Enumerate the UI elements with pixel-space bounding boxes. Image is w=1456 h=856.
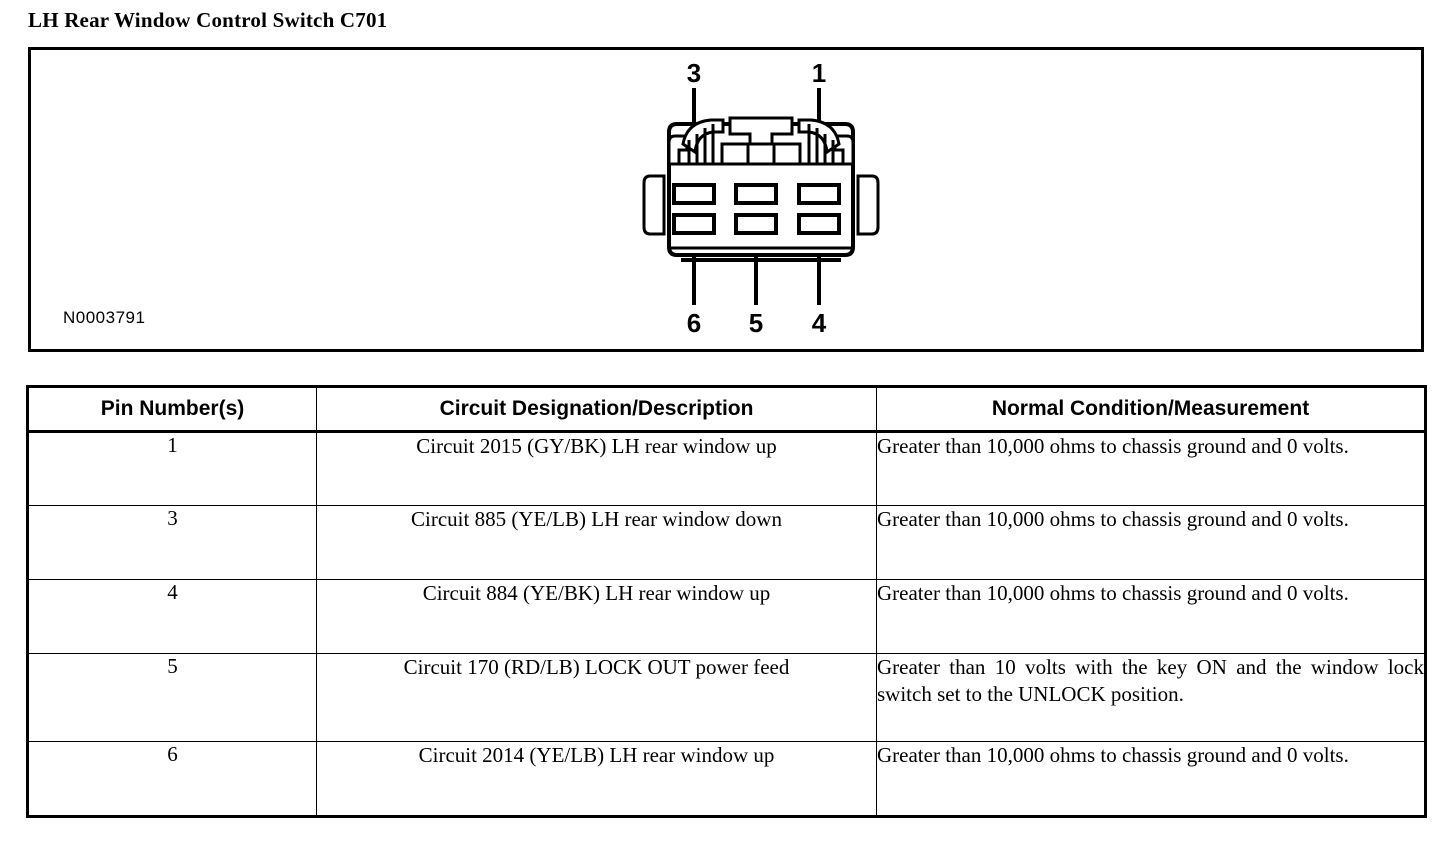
page-title: LH Rear Window Control Switch C701 bbox=[28, 8, 388, 32]
pin-specification-table: Pin Number(s) Circuit Designation/Descri… bbox=[26, 385, 1427, 818]
connector-svg: 3 1 6 5 4 bbox=[642, 60, 880, 338]
connector-housing bbox=[642, 116, 880, 262]
table-row: 6 Circuit 2014 (YE/LB) LH rear window up… bbox=[28, 741, 1425, 816]
cell-pin-number: 1 bbox=[28, 431, 317, 506]
table-row: 3 Circuit 885 (YE/LB) LH rear window dow… bbox=[28, 505, 1425, 580]
cell-pin-number: 4 bbox=[28, 579, 317, 654]
housing-side-tab-right bbox=[856, 174, 880, 236]
pin-callout-5: 5 bbox=[749, 308, 763, 338]
pin-callout-6: 6 bbox=[687, 308, 701, 338]
table-header-row: Pin Number(s) Circuit Designation/Descri… bbox=[28, 387, 1425, 433]
cell-pin-number: 3 bbox=[28, 505, 317, 580]
terminal-cavity-pin-1 bbox=[797, 183, 841, 205]
cell-description: Circuit 2014 (YE/LB) LH rear window up bbox=[316, 741, 877, 816]
table-row: 5 Circuit 170 (RD/LB) LOCK OUT power fee… bbox=[28, 653, 1425, 742]
terminal-cavity-pin-3 bbox=[672, 183, 716, 205]
table-row: 1 Circuit 2015 (GY/BK) LH rear window up… bbox=[28, 431, 1425, 506]
terminal-cavity-top-center-unused bbox=[734, 183, 778, 205]
cell-measurement: Greater than 10,000 ohms to chassis grou… bbox=[876, 579, 1425, 654]
housing-side-tab-left bbox=[642, 174, 666, 236]
cell-measurement: Greater than 10,000 ohms to chassis grou… bbox=[876, 431, 1425, 506]
pin-callout-1: 1 bbox=[812, 60, 826, 88]
cell-description: Circuit 2015 (GY/BK) LH rear window up bbox=[316, 431, 877, 506]
terminal-cavity-pin-5 bbox=[734, 213, 778, 235]
cell-measurement: Greater than 10,000 ohms to chassis grou… bbox=[876, 505, 1425, 580]
column-header-normal-measurement: Normal Condition/Measurement bbox=[876, 387, 1425, 433]
cell-measurement: Greater than 10 volts with the key ON an… bbox=[876, 653, 1425, 742]
terminal-cavity-pin-6 bbox=[672, 213, 716, 235]
connector-diagram: 3 1 6 5 4 bbox=[626, 60, 896, 345]
cell-measurement: Greater than 10,000 ohms to chassis grou… bbox=[876, 741, 1425, 816]
column-header-circuit-description: Circuit Designation/Description bbox=[316, 387, 877, 433]
keying-slot-group bbox=[720, 142, 802, 166]
figure-reference-id: N0003791 bbox=[63, 308, 146, 327]
table-body: 1 Circuit 2015 (GY/BK) LH rear window up… bbox=[28, 431, 1425, 816]
pin-callout-3: 3 bbox=[687, 60, 701, 88]
cell-description: Circuit 170 (RD/LB) LOCK OUT power feed bbox=[316, 653, 877, 742]
terminal-cavity-pin-4 bbox=[797, 213, 841, 235]
cell-pin-number: 5 bbox=[28, 653, 317, 742]
cell-description: Circuit 884 (YE/BK) LH rear window up bbox=[316, 579, 877, 654]
cell-description: Circuit 885 (YE/LB) LH rear window down bbox=[316, 505, 877, 580]
cell-pin-number: 6 bbox=[28, 741, 317, 816]
column-header-pin-number: Pin Number(s) bbox=[28, 387, 317, 433]
table-row: 4 Circuit 884 (YE/BK) LH rear window up … bbox=[28, 579, 1425, 654]
connector-figure-panel: N0003791 bbox=[28, 47, 1424, 352]
pin-callout-4: 4 bbox=[812, 308, 827, 338]
